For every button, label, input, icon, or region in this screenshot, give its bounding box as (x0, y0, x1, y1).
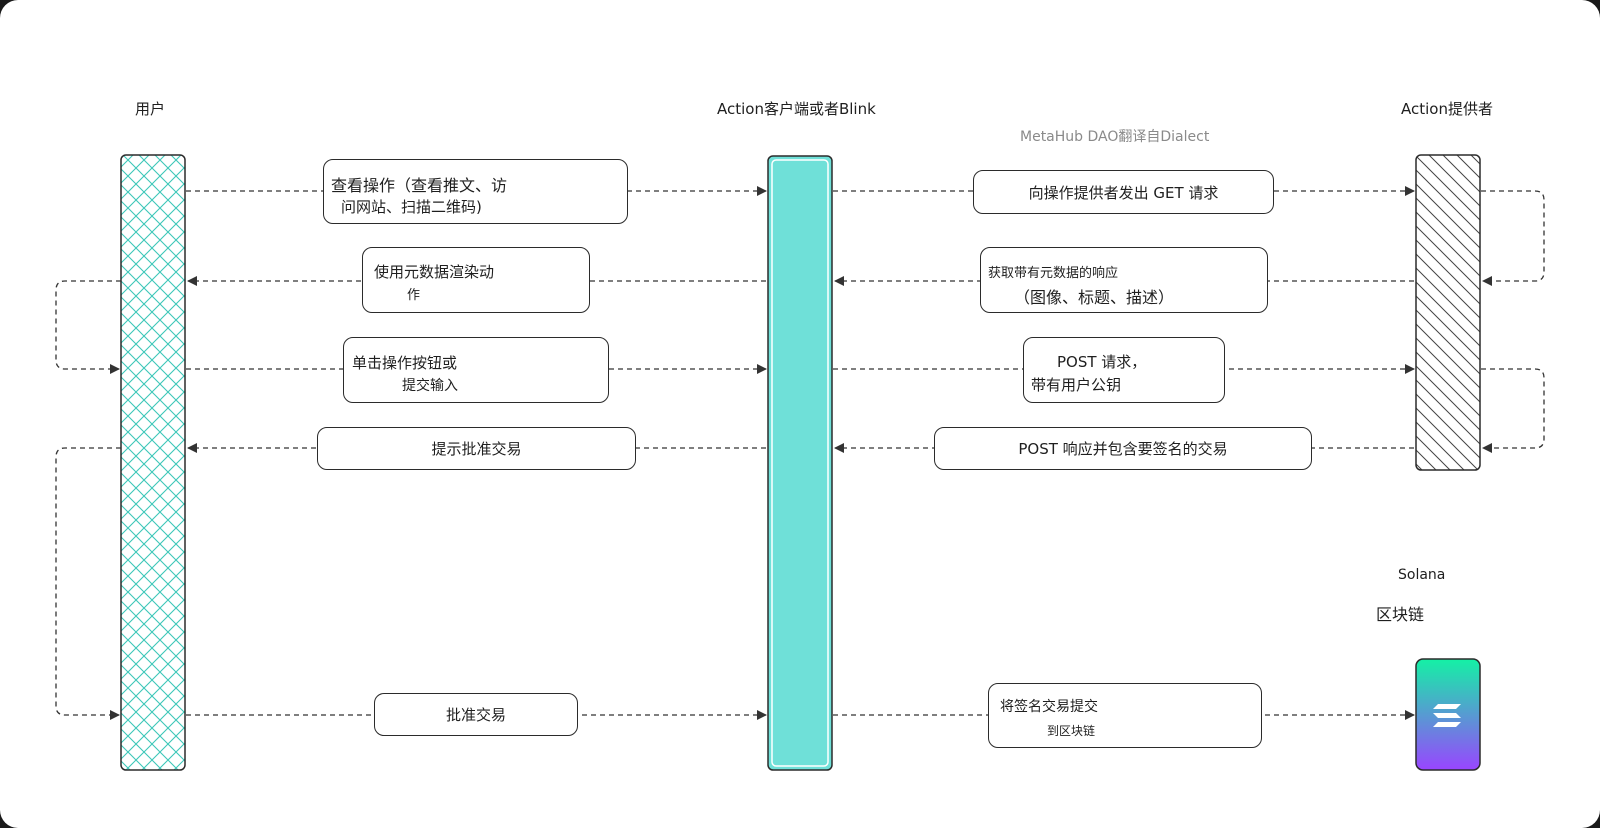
render-line1: 使用元数据渲染动 (374, 263, 495, 281)
get-request-label: 向操作提供者发出 GET 请求 (1028, 183, 1219, 202)
submit-transaction-message: 将签名交易提交 到区块链 (988, 683, 1262, 748)
view-action-line1: 查看操作（查看推文、访 (331, 176, 508, 195)
render-action-message: 使用元数据渲染动 作 (362, 247, 590, 313)
click-action-message: 单击操作按钮或 提交输入 (343, 337, 609, 403)
view-action-message: 查看操作（查看推文、访 问网站、扫描二维码) (323, 159, 628, 224)
click-line1: 单击操作按钮或 (352, 354, 458, 372)
blockchain-label: 区块链 (1376, 605, 1425, 624)
translation-credit: MetaHub DAO翻译自Dialect (1020, 129, 1210, 145)
solana-name: Solana (1398, 567, 1446, 583)
provider-header: Action提供者 (1401, 100, 1493, 118)
provider-lifeline (1415, 154, 1481, 471)
post-line1: POST 请求， (1057, 353, 1147, 371)
client-lifeline-inner (771, 159, 829, 767)
metadata-response-message: 获取带有元数据的响应 （图像、标题、描述） (980, 247, 1268, 313)
metadata-line2: （图像、标题、描述） (1014, 288, 1175, 307)
approve-message: 批准交易 (374, 693, 578, 736)
approve-label: 批准交易 (445, 706, 506, 724)
click-line2: 提交输入 (402, 378, 458, 394)
post-request-message: POST 请求， 带有用户公钥 (1023, 337, 1225, 403)
submit-line1: 将签名交易提交 (1000, 699, 1098, 715)
submit-line2: 到区块链 (1047, 724, 1096, 738)
post-response-label: POST 响应并包含要签名的交易 (1018, 440, 1228, 458)
user-header: 用户 (135, 100, 166, 118)
get-request-message: 向操作提供者发出 GET 请求 (973, 170, 1274, 214)
post-response-message: POST 响应并包含要签名的交易 (934, 427, 1312, 470)
prompt-approve-label: 提示批准交易 (431, 440, 522, 458)
prompt-approve-message: 提示批准交易 (317, 427, 636, 470)
client-lifeline (767, 155, 833, 771)
view-action-line2: 问网站、扫描二维码) (341, 198, 482, 216)
post-line2: 带有用户公钥 (1031, 376, 1122, 394)
user-lifeline (120, 154, 186, 771)
render-line2: 作 (407, 288, 421, 303)
client-header: Action客户端或者Blink (717, 100, 876, 118)
solana-logo-icon (1433, 704, 1461, 727)
metadata-line1: 获取带有元数据的响应 (988, 266, 1119, 281)
